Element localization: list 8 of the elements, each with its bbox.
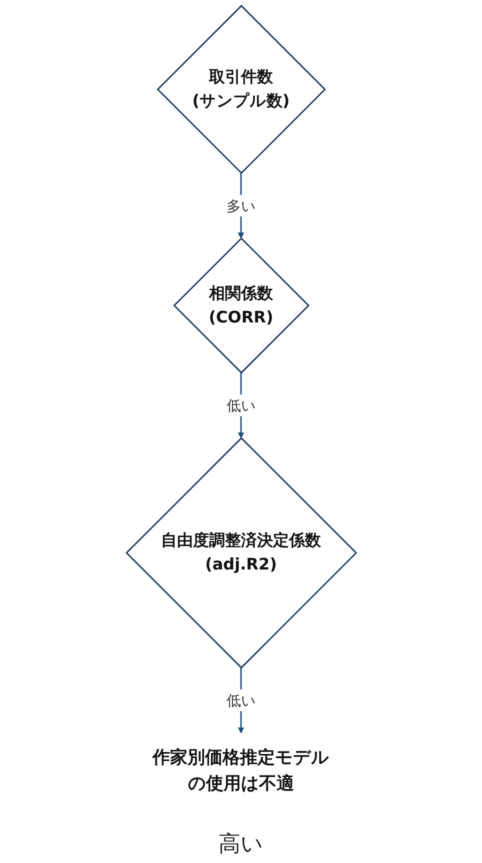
node-diamond: 相関係数 (CORR) <box>173 237 310 374</box>
node-text: 作家別価格推定モデルの使用は不適 <box>152 746 330 794</box>
node-diamond: 取引件数 (サンプル数) <box>156 4 326 174</box>
edge-label: 低い <box>226 396 256 414</box>
branch-label: 高い <box>218 832 264 857</box>
edge-label: 多い <box>226 196 256 214</box>
node-diamond: 自由度調整済決定係数 (adj.R2) <box>126 437 358 669</box>
edge-label: 低い <box>226 692 256 710</box>
